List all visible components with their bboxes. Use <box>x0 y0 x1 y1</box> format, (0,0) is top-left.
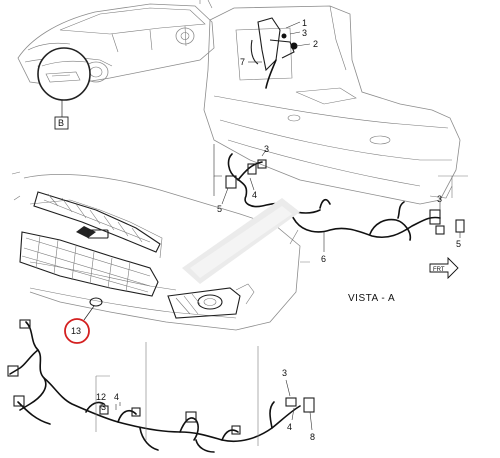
callout-5-right: 5 <box>456 239 461 249</box>
callout-3-rear-left: 3 <box>264 144 269 154</box>
upper-grille <box>33 191 161 253</box>
callout-13: 13 <box>71 326 81 336</box>
redacted-band <box>182 198 300 284</box>
callout-8: 8 <box>310 432 315 442</box>
front-bumper-harness <box>7 319 315 453</box>
callout-4-front-right: 4 <box>287 422 292 432</box>
callout-4-rear-left: 4 <box>252 190 257 200</box>
callout-3-rear: 3 <box>302 28 307 38</box>
detail-b-label: B <box>58 118 64 128</box>
detail-b-box <box>54 116 69 130</box>
rear-sensor-assembly: 1 2 3 7 <box>240 17 318 89</box>
callout-6: 6 <box>321 254 326 264</box>
callout-3-front: 3 <box>101 402 106 412</box>
callout-7: 7 <box>240 57 245 67</box>
view-label: VISTA - A <box>348 293 395 304</box>
callout-1: 1 <box>302 18 307 28</box>
callout-5-rear-left: 5 <box>217 204 222 214</box>
callout-3-front-right: 3 <box>282 368 287 378</box>
rear-bumper-body <box>203 5 461 205</box>
lower-grille <box>19 231 159 297</box>
callout-3-right: 3 <box>437 194 442 204</box>
detail-b-callout: B <box>37 47 91 130</box>
callout-13-ring <box>64 318 90 344</box>
callout-2: 2 <box>313 39 318 49</box>
callout-4-front: 4 <box>114 392 119 402</box>
fog-lamp-assembly <box>167 283 255 319</box>
front-arrow-label: FRT <box>433 267 445 273</box>
callout-12: 12 <box>96 392 106 402</box>
front-direction-arrow: FRT <box>429 256 459 280</box>
front-harness-callouts: 12 3 4 3 4 8 <box>96 368 315 442</box>
parking-sensor-callout: 13 <box>64 297 103 344</box>
